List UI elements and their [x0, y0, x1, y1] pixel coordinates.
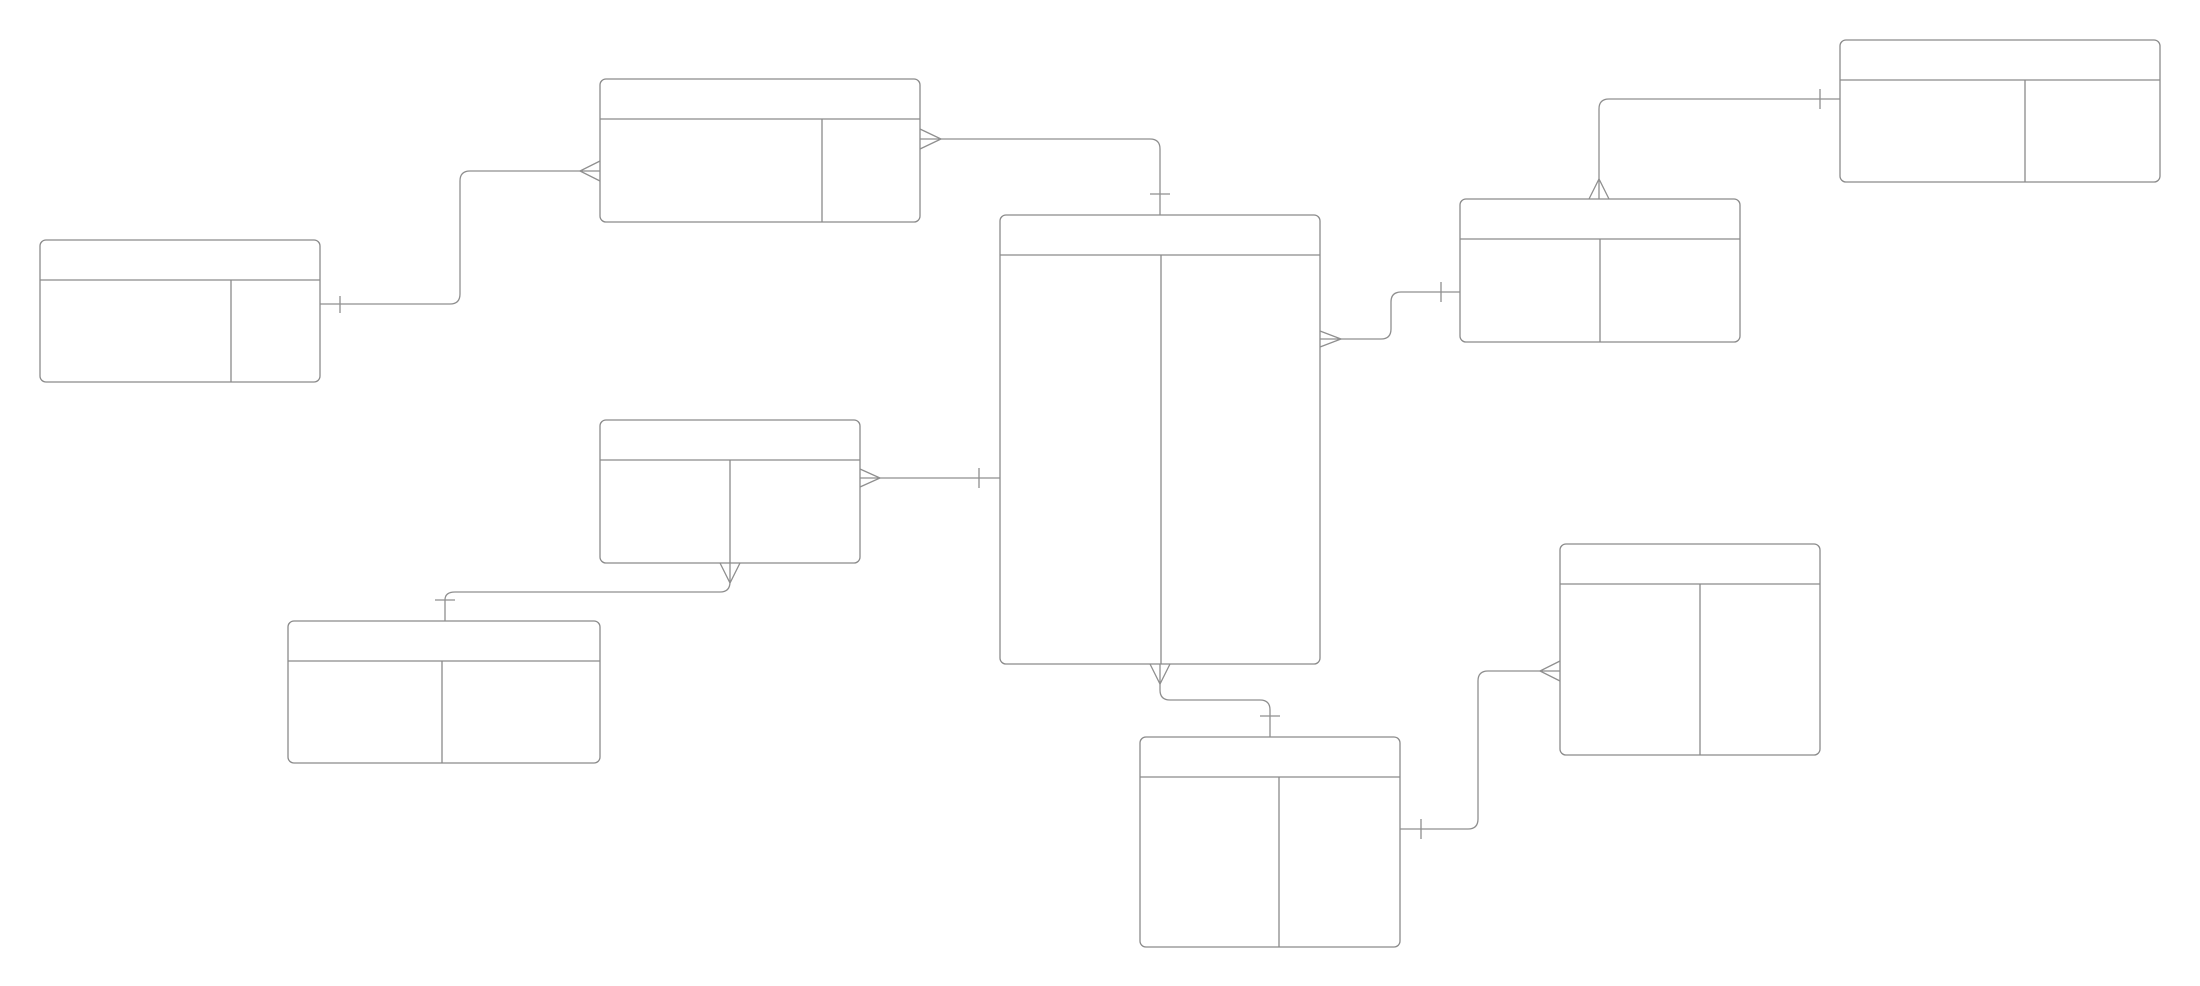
- relationship-bottom-left-to-mid-left[interactable]: [444, 563, 731, 621]
- relationship-center-to-top[interactable]: [920, 138, 1161, 215]
- entity-left[interactable]: [39, 239, 321, 383]
- relationship-right-mid-to-center[interactable]: [1320, 291, 1460, 340]
- many-marker: [719, 562, 741, 585]
- many-marker: [919, 128, 943, 150]
- many-marker: [1538, 660, 1561, 682]
- entity-center[interactable]: [999, 214, 1321, 665]
- entity-right-mid[interactable]: [1459, 198, 1741, 343]
- entity-top[interactable]: [599, 78, 921, 223]
- many-marker: [1149, 663, 1171, 686]
- relationship-bottom-center-to-right-lower[interactable]: [1400, 670, 1560, 830]
- entity-mid-left[interactable]: [599, 419, 861, 564]
- entity-top-right[interactable]: [1839, 39, 2161, 183]
- many-marker: [859, 468, 882, 488]
- many-marker: [1588, 177, 1610, 200]
- many-marker: [1319, 330, 1343, 348]
- entity-bottom-center[interactable]: [1139, 736, 1401, 948]
- relationship-bottom-center-to-center[interactable]: [1159, 664, 1271, 737]
- entity-right-lower[interactable]: [1559, 543, 1821, 756]
- relationship-left-to-top[interactable]: [320, 170, 600, 305]
- entity-bottom-left[interactable]: [287, 620, 601, 764]
- many-marker: [578, 160, 601, 182]
- relationship-top-right-to-right-mid[interactable]: [1598, 98, 1840, 199]
